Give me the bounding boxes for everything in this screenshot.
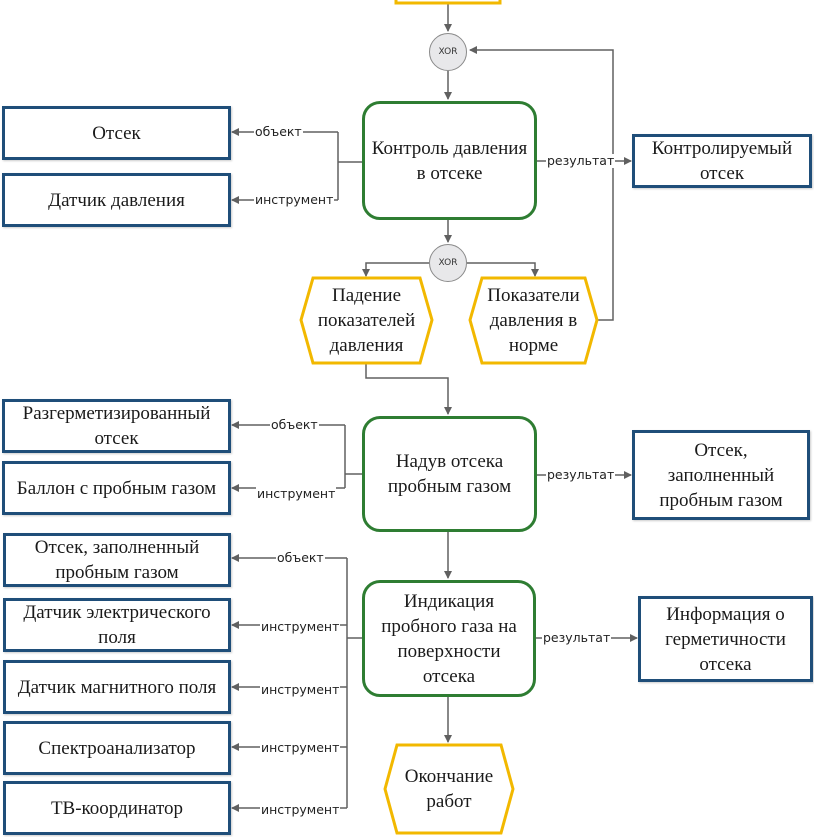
relation-label-result: результат [546, 467, 616, 482]
event-hex-end [383, 743, 515, 835]
process-gas-inflation[interactable]: Надув отсека пробным газом [362, 416, 537, 532]
connector-event-to-p2 [365, 364, 452, 415]
relation-label-tool: инструмент [260, 802, 341, 817]
event-hex-left [299, 276, 434, 365]
connector-xor2-left [362, 262, 429, 277]
relation-label-object: объект [270, 417, 319, 432]
object-spectrum-analyzer[interactable]: Спектроанализатор [3, 721, 231, 775]
event-pressure-normal[interactable]: Показатели давления в норме [487, 285, 580, 356]
object-controlled-compartment[interactable]: Контролируемый отсек [632, 134, 812, 188]
process-gas-indication[interactable]: Индикация пробного газа на поверхности о… [362, 580, 536, 697]
event-hex-right [468, 276, 599, 365]
process-pressure-control[interactable]: Контроль давления в отсеке [362, 101, 537, 220]
event-work-end[interactable]: Окончание работ [404, 766, 494, 812]
relation-label-tool: инструмент [260, 619, 341, 634]
object-gas-filled-compartment[interactable]: Отсек, заполненный пробным газом [632, 430, 810, 520]
object-compartment[interactable]: Отсек [2, 106, 231, 160]
relation-label-object: объект [276, 550, 325, 565]
object-tightness-info[interactable]: Информация о герметичности отсека [638, 596, 813, 682]
object-electric-field-sensor[interactable]: Датчик электрического поля [3, 598, 231, 652]
relation-label-tool: инструмент [256, 486, 337, 501]
relation-label-object: объект [254, 124, 303, 139]
connector-feedback-loop [469, 46, 614, 321]
connector-xor2-right [467, 262, 539, 277]
relation-label-tool: инструмент [260, 740, 341, 755]
relation-label-tool: инструмент [254, 192, 335, 207]
object-gas-filled-compartment-input[interactable]: Отсек, заполненный пробным газом [3, 533, 231, 587]
relation-label-result: результат [546, 153, 616, 168]
object-tv-coordinator[interactable]: ТВ-координатор [3, 781, 231, 835]
xor-gate-2: XOR [429, 244, 467, 282]
object-pressure-sensor[interactable]: Датчик давления [2, 173, 231, 227]
event-pressure-drop[interactable]: Падение показателей давления [317, 285, 416, 356]
xor-gate-1: XOR [429, 33, 467, 71]
object-magnetic-field-sensor[interactable]: Датчик магнитного поля [3, 660, 231, 714]
object-depressurized-compartment[interactable]: Разгерметизированный отсек [2, 399, 231, 453]
relation-label-result: результат [542, 630, 612, 645]
object-test-gas-cylinder[interactable]: Баллон с пробным газом [2, 461, 231, 515]
event-top-partial [394, 0, 502, 5]
relation-label-tool: инструмент [260, 682, 341, 697]
